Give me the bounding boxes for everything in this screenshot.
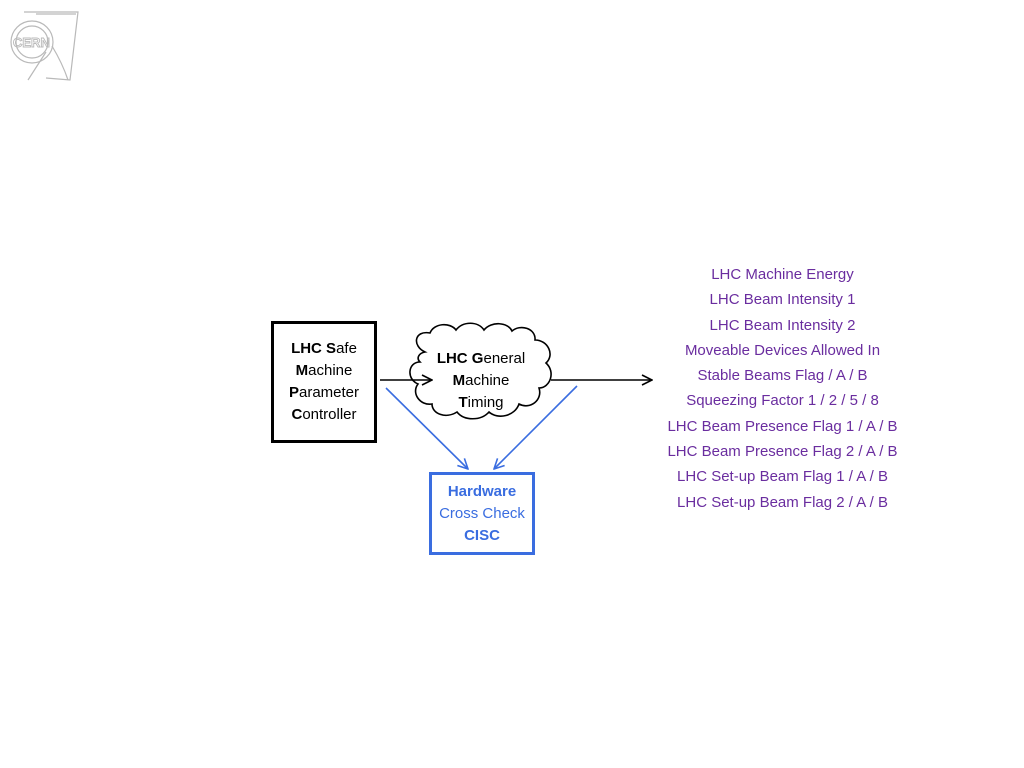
timing-to-cisc-arrow: [494, 385, 578, 469]
flag-item: LHC Beam Intensity 1: [709, 291, 856, 309]
smpc-line: Parameter: [288, 384, 360, 401]
timing-line: Timing: [458, 394, 504, 411]
flag-item: Stable Beams Flag / A / B: [697, 367, 868, 385]
cern-logo: CERN: [10, 11, 79, 81]
flag-item: LHC Machine Energy: [711, 266, 854, 283]
flag-item: LHC Beam Presence Flag 1 / A / B: [667, 417, 898, 435]
cern-logo-text: CERN: [13, 35, 50, 50]
timing-cloud: [409, 322, 552, 420]
flag-item: LHC Set-up Beam Flag 1 / A / B: [677, 468, 888, 486]
cisc-line-cisc: CISC: [464, 526, 500, 544]
cisc-line-hardware: Hardware: [447, 482, 517, 500]
cisc-box: Hardware Cross Check CISC: [429, 472, 535, 555]
flag-item: LHC Beam Presence Flag 2 / A / B: [667, 443, 898, 461]
timing-line: LHC General: [436, 350, 526, 367]
smpc-to-cisc-arrow: [385, 387, 468, 469]
flag-item: Moveable Devices Allowed In: [684, 341, 881, 359]
smpc-box: LHC Safe Machine Parameter Controller: [271, 321, 377, 443]
flag-item: LHC Beam Intensity 2: [709, 316, 856, 334]
smpc-line: Controller: [291, 406, 357, 423]
flag-item: LHC Set-up Beam Flag 2 / A / B: [677, 493, 888, 511]
timing-line: Machine: [452, 372, 510, 389]
smpc-line: Machine: [295, 362, 353, 379]
flag-item: Squeezing Factor 1 / 2 / 5 / 8: [686, 392, 879, 410]
timing-label: LHC General Machine Timing: [420, 348, 542, 414]
flag-list: LHC Machine Energy LHC Beam Intensity 1 …: [640, 262, 925, 515]
cisc-line-cross-check: Cross Check: [439, 504, 525, 522]
smpc-line: LHC Safe: [291, 340, 357, 357]
